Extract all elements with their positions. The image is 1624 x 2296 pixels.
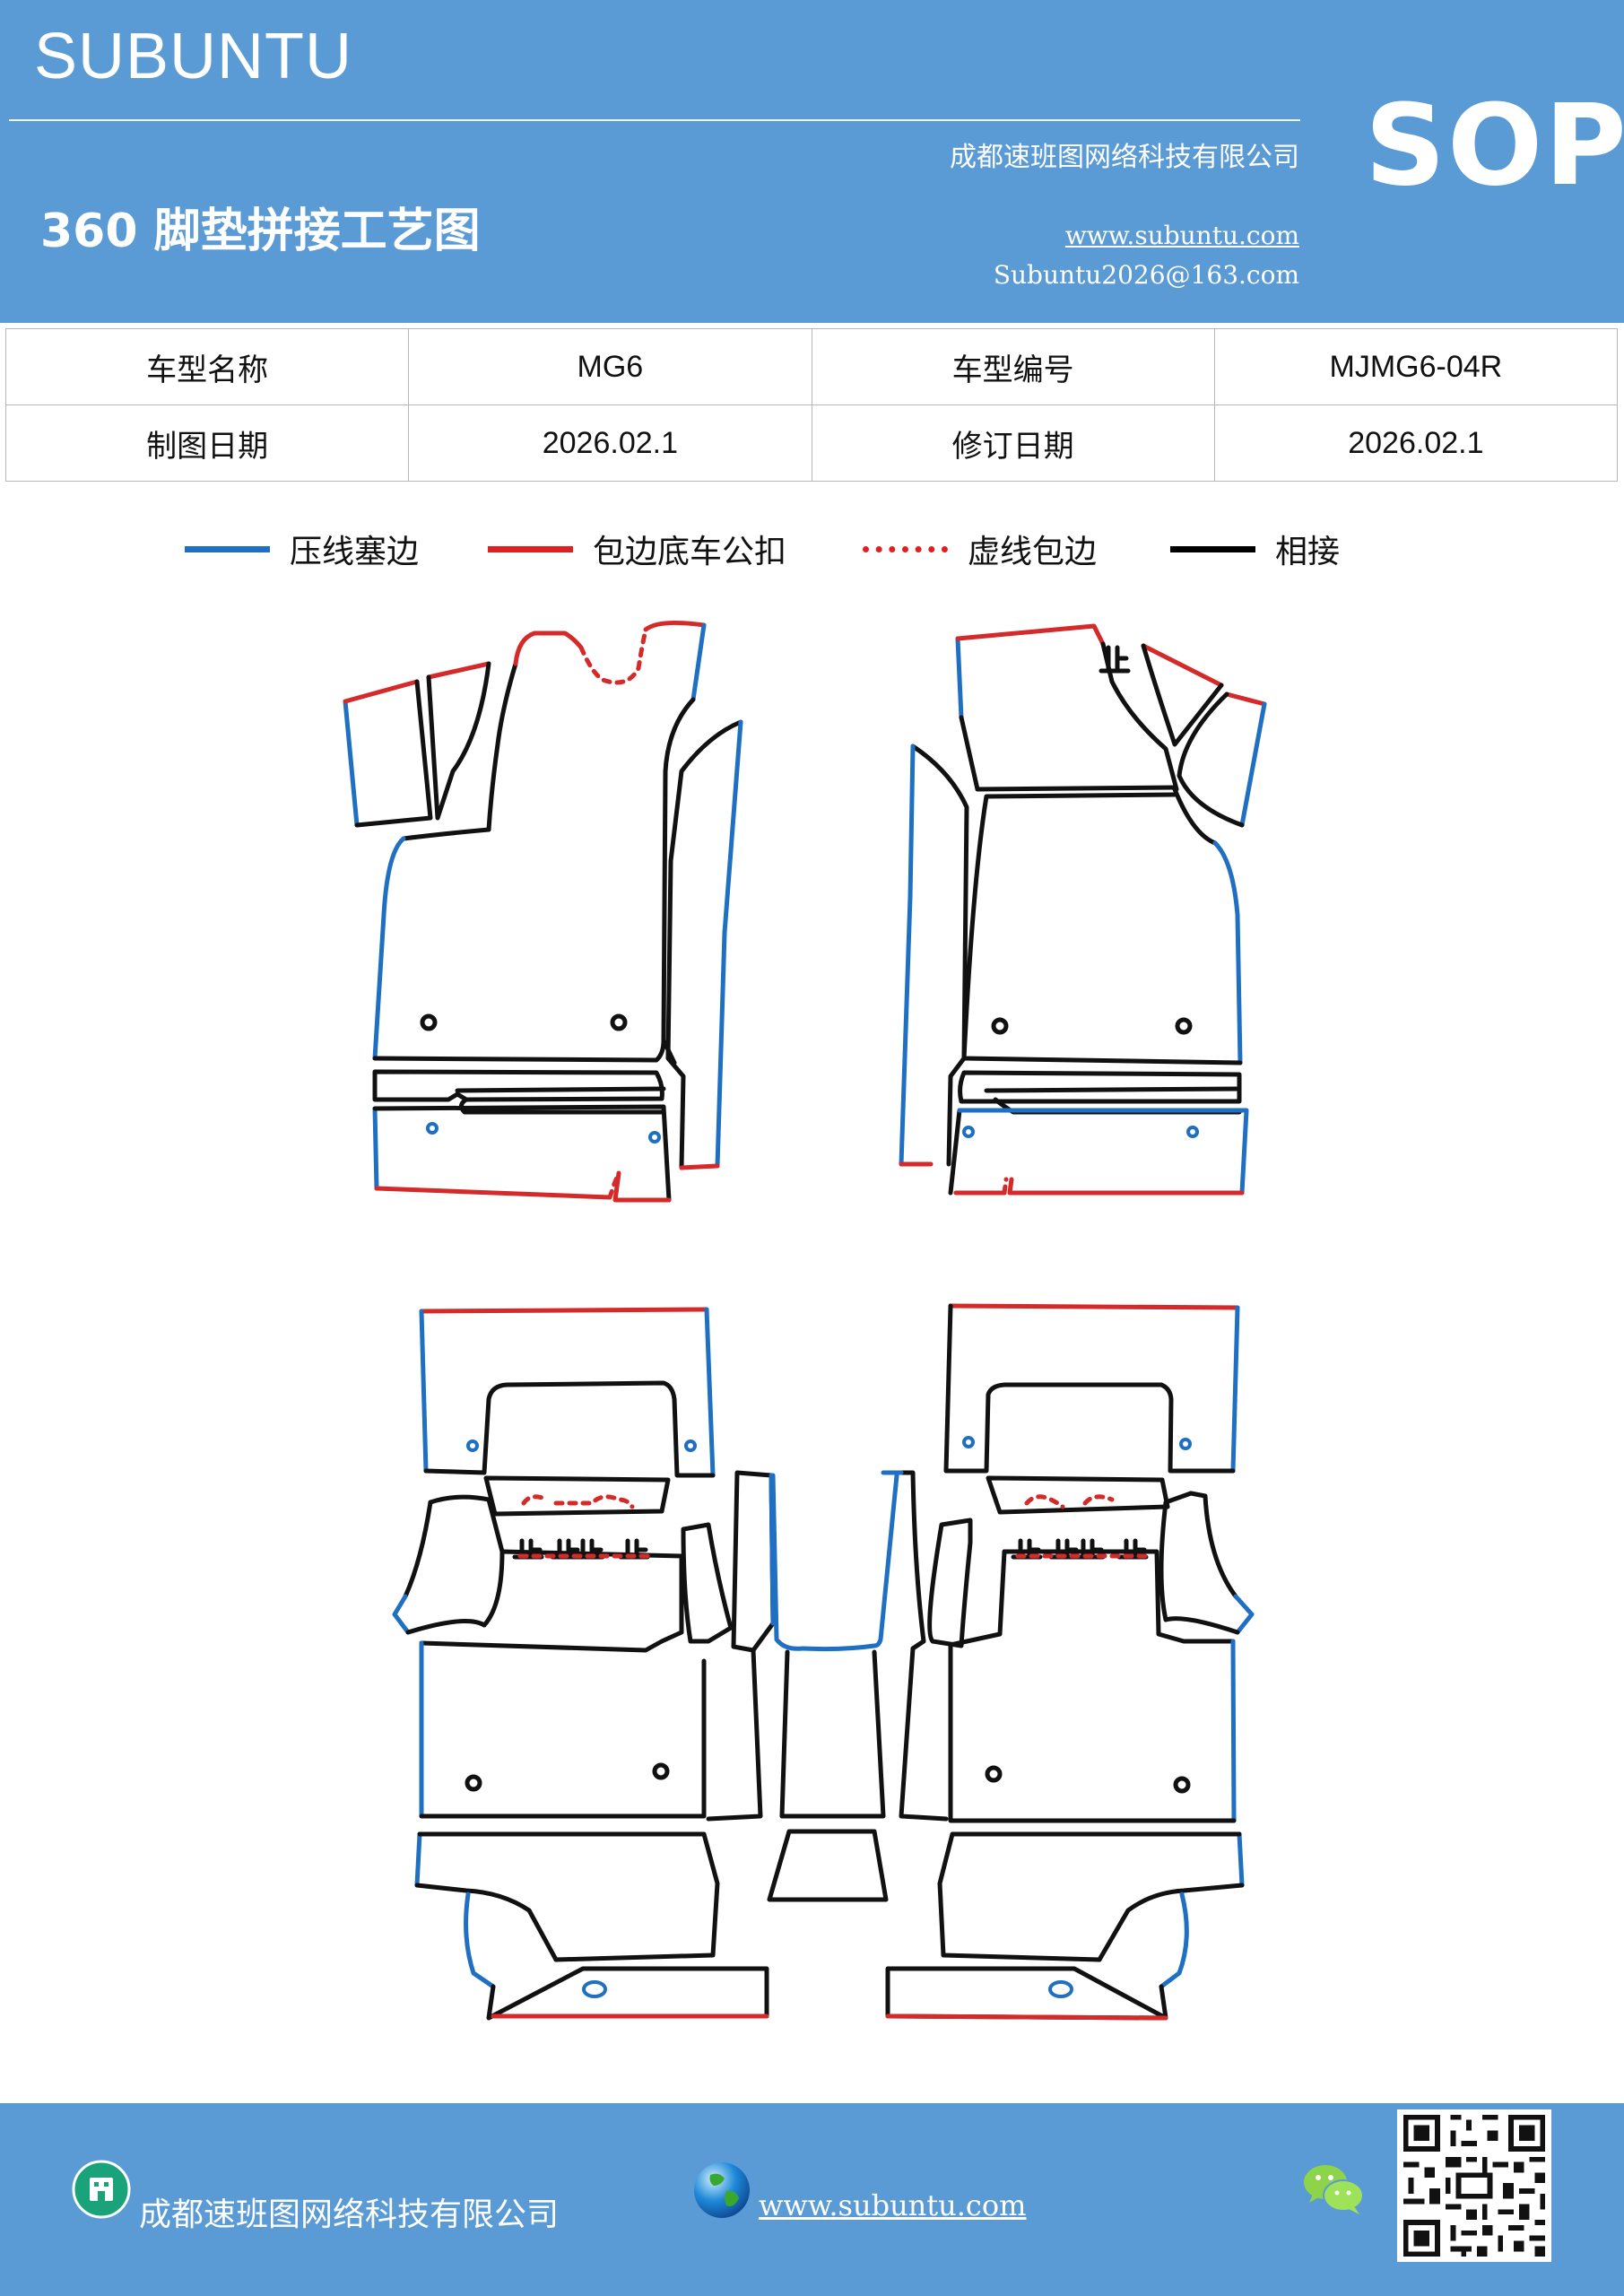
- table-row: 制图日期 2026.02.1 修订日期 2026.02.1: [4, 404, 1619, 482]
- qr-code[interactable]: [1397, 2109, 1551, 2262]
- company-name: 成都速班图网络科技有限公司: [950, 142, 1299, 173]
- footer-company-name: 成都速班图网络科技有限公司: [139, 2196, 560, 2233]
- vehicle-info-table: 车型名称 MG6 车型编号 MJMG6-04R 制图日期 2026.02.1 修…: [4, 328, 1619, 482]
- table-row: 车型名称 MG6 车型编号 MJMG6-04R: [4, 328, 1619, 405]
- legend-label: 压线塞边: [290, 534, 420, 570]
- rear-left-mat: [392, 1307, 776, 2021]
- model-name-value: MG6: [408, 328, 812, 405]
- page-header: SUBUNTU 成都速班图网络科技有限公司 360 脚垫拼接工艺图 www.su…: [0, 0, 1624, 323]
- legend-item-red: 包边底车公扣: [488, 522, 786, 576]
- sop-badge: SOP: [1365, 81, 1624, 211]
- legend-label: 相接: [1275, 534, 1341, 570]
- globe-icon: [694, 2162, 750, 2218]
- legend-label: 虚线包边: [968, 534, 1098, 570]
- building-icon: [72, 2160, 131, 2219]
- model-code-label: 车型编号: [811, 328, 1215, 405]
- revision-date-value: 2026.02.1: [1213, 404, 1619, 482]
- legend-item-black: 相接: [1170, 522, 1340, 576]
- legend-item-blue: 压线塞边: [185, 522, 419, 576]
- legend-swatch-red-dotted: [863, 545, 948, 552]
- rear-center-tunnel-mat: [767, 1473, 899, 1902]
- front-right-mat: [899, 623, 1267, 1196]
- legend-swatch-black: [1170, 545, 1255, 552]
- page-title: 360 脚垫拼接工艺图: [40, 204, 481, 258]
- legend-item-red-dotted: 虚线包边: [863, 522, 1097, 576]
- floor-mat-assembly-diagram: .k { stroke:#111; stroke-width:5; fill:n…: [343, 620, 1267, 2021]
- wechat-icon[interactable]: [1300, 2160, 1368, 2218]
- drawing-date-value: 2026.02.1: [408, 404, 812, 482]
- rear-right-mat: [881, 1303, 1255, 2021]
- email-address[interactable]: Subuntu2026@163.com: [993, 260, 1299, 290]
- legend-label: 包边底车公扣: [593, 534, 787, 570]
- model-name-label: 车型名称: [4, 328, 410, 405]
- legend-swatch-blue: [185, 545, 270, 552]
- header-divider: [9, 119, 1300, 121]
- revision-date-label: 修订日期: [811, 404, 1215, 482]
- footer-website-link[interactable]: www.subuntu.com: [759, 2188, 1027, 2222]
- brand-name: SUBUNTU: [34, 21, 353, 92]
- legend-swatch-red: [488, 545, 573, 552]
- website-link[interactable]: www.subuntu.com: [1064, 221, 1299, 250]
- drawing-date-label: 制图日期: [4, 404, 410, 482]
- model-code-value: MJMG6-04R: [1213, 328, 1619, 405]
- front-left-mat: [343, 620, 743, 1203]
- legend: 压线塞边 包边底车公扣 虚线包边 相接: [0, 522, 1624, 576]
